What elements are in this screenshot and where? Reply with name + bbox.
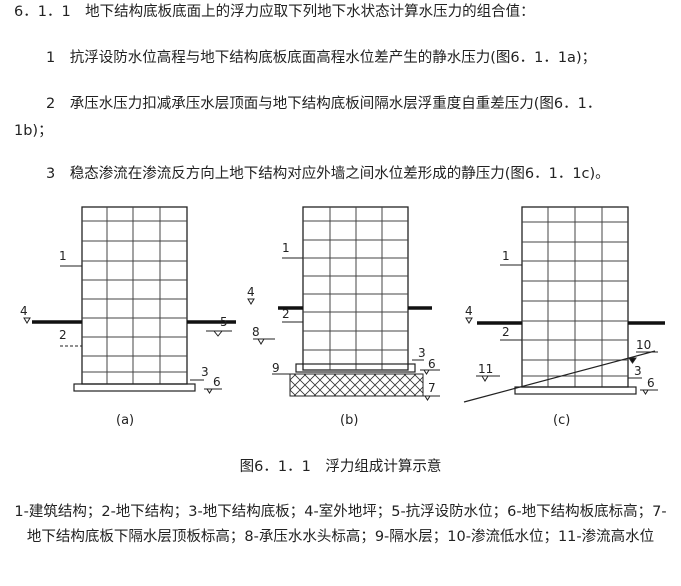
panel-c: [463, 206, 665, 403]
callout-c-10: 10: [636, 338, 651, 352]
clause-item-2-line-2: 1b)；: [14, 123, 53, 139]
clause-item-2-line-1: 2 承压水压力扣减承压水层顶面与地下结构底板间隔水层浮重度自重差压力(图6．1．: [46, 96, 602, 112]
clause-item-3: 3 稳态渗流在渗流反方向上地下结构对应外墙之间水位差形成的静压力(图6．1．1c…: [46, 166, 610, 182]
callout-a-4: 4: [20, 304, 28, 318]
clause-item-1: 1 抗浮设防水位高程与地下结构底板底面高程水位差产生的静水压力(图6．1．1a)…: [46, 50, 597, 66]
callout-b-1: 1: [282, 241, 290, 255]
callout-c-3: 3: [634, 364, 642, 378]
panel-b: [247, 206, 440, 401]
panel-label-a: (a): [116, 413, 134, 428]
callout-b-4: 4: [247, 285, 255, 299]
callout-c-1: 1: [502, 249, 510, 263]
buoyancy-figure: 1 2 3 4 5 6 (a) 1 2 3 4 6 7 8: [20, 206, 665, 428]
callout-a-2: 2: [59, 328, 67, 342]
callout-b-9: 9: [272, 361, 280, 375]
callout-b-7: 7: [428, 381, 436, 395]
clause-heading: 6．1．1 地下结构底板底面上的浮力应取下列地下水状态计算水压力的组合值：: [14, 4, 535, 20]
callout-c-2: 2: [502, 325, 510, 339]
callout-c-6: 6: [647, 376, 655, 390]
callout-b-3: 3: [418, 346, 426, 360]
panel-label-c: (c): [553, 413, 570, 428]
callout-c-11: 11: [478, 362, 493, 376]
callout-b-2: 2: [282, 307, 290, 321]
callout-a-6: 6: [213, 375, 221, 389]
callout-a-3: 3: [201, 365, 209, 379]
figure-legend: 1-建筑结构；2-地下结构；3-地下结构底板；4-室外地坪；5-抗浮设防水位；6…: [14, 504, 667, 545]
callout-a-5: 5: [220, 315, 228, 329]
figure-caption: 图6．1．1 浮力组成计算示意: [239, 459, 442, 475]
callout-b-8: 8: [252, 325, 260, 339]
callout-a-1: 1: [59, 249, 67, 263]
panel-label-b: (b): [340, 413, 358, 428]
callout-b-6: 6: [428, 357, 436, 371]
panel-a: [23, 206, 236, 394]
callout-c-4: 4: [465, 304, 473, 318]
